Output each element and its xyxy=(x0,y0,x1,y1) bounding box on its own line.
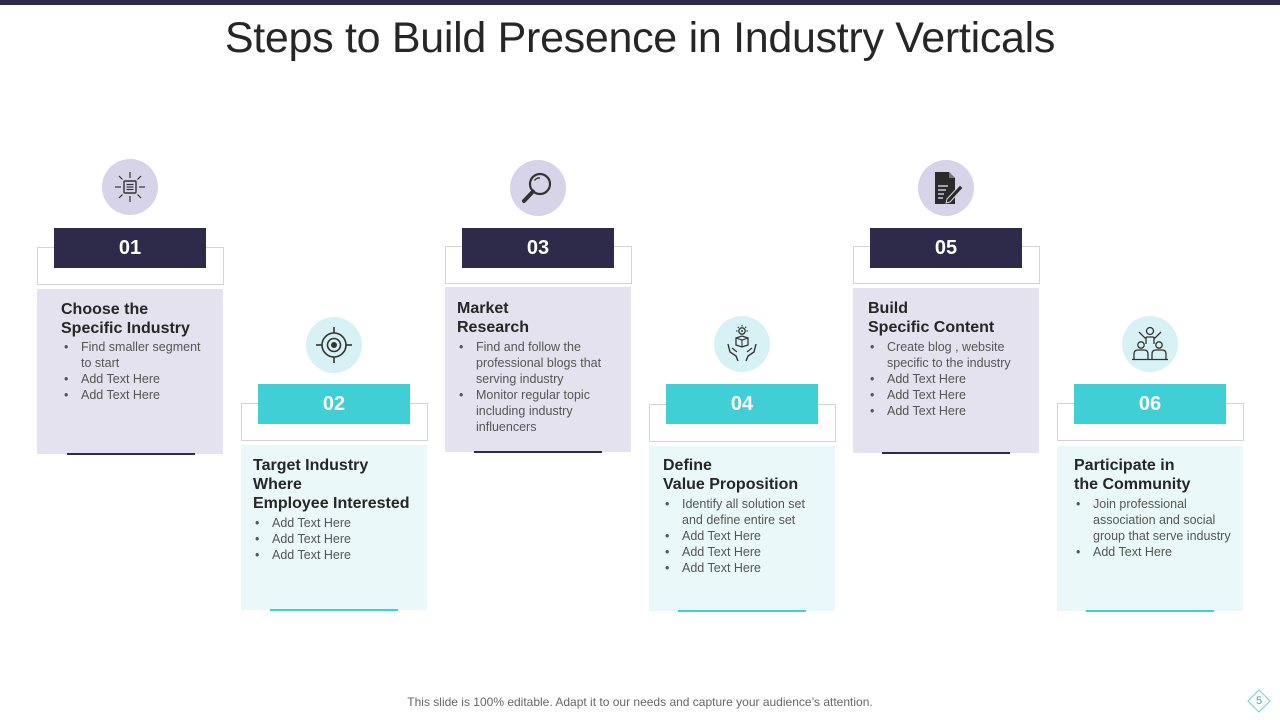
step-card: Participate in the Community Join profes… xyxy=(1057,446,1243,611)
step-card: Define Value Proposition Identify all so… xyxy=(649,446,835,611)
card-underline xyxy=(882,452,1010,454)
bullet-item: Add Text Here xyxy=(663,544,829,560)
step-bullets: Create blog , website specific to the in… xyxy=(868,339,1036,419)
step-bullets: Join professional association and social… xyxy=(1074,496,1240,560)
slide-title: Steps to Build Presence in Industry Vert… xyxy=(224,14,1056,62)
bullet-item: Add Text Here xyxy=(62,371,212,387)
target-icon xyxy=(306,317,362,373)
step-number: 02 xyxy=(258,384,410,424)
bullet-item: Add Text Here xyxy=(663,528,829,544)
step-card: Build Specific Content Create blog , web… xyxy=(853,288,1039,453)
bullet-item: Create blog , website specific to the in… xyxy=(868,339,1036,371)
step-bullets: Add Text Here Add Text Here Add Text Her… xyxy=(253,515,418,563)
slide-footer-note: This slide is 100% editable. Adapt it to… xyxy=(407,695,873,709)
step-title: Choose the Specific Industry xyxy=(61,301,190,337)
bullet-item: Find and follow the professional blogs t… xyxy=(457,339,625,387)
step-bullets: Identify all solution set and define ent… xyxy=(663,496,829,576)
bullet-item: Find smaller segment to start xyxy=(62,339,212,371)
step-bullets: Find and follow the professional blogs t… xyxy=(457,339,625,435)
value-hands-icon xyxy=(714,316,770,372)
bullet-item: Add Text Here xyxy=(1074,544,1240,560)
bullet-item: Monitor regular topic including industry… xyxy=(457,387,625,435)
card-underline xyxy=(270,609,398,611)
step-title: Market Research xyxy=(457,300,530,336)
bullet-item: Add Text Here xyxy=(663,560,829,576)
bullet-item: Identify all solution set and define ent… xyxy=(663,496,829,528)
bullet-item: Add Text Here xyxy=(253,547,418,563)
bullet-item: Add Text Here xyxy=(868,371,1036,387)
search-icon xyxy=(510,160,566,216)
step-number: 05 xyxy=(870,228,1022,268)
bullet-item: Add Text Here xyxy=(868,387,1036,403)
card-underline xyxy=(1086,610,1214,612)
top-accent-bar xyxy=(0,0,1280,5)
step-number: 06 xyxy=(1074,384,1226,424)
page-number: 5 xyxy=(1255,695,1263,707)
bullet-item: Add Text Here xyxy=(253,531,418,547)
bullet-item: Join professional association and social… xyxy=(1074,496,1240,544)
card-underline xyxy=(67,453,195,455)
diamond-badge-icon xyxy=(1247,689,1271,713)
step-title: Define Value Proposition xyxy=(663,457,799,493)
step-number: 01 xyxy=(54,228,206,268)
step-title: Participate in the Community xyxy=(1074,457,1191,493)
step-title: Target Industry Where Employee Intereste… xyxy=(253,457,410,512)
bullet-item: Add Text Here xyxy=(62,387,212,403)
industry-network-icon xyxy=(102,159,158,215)
page-number-badge: 5 xyxy=(1247,689,1271,713)
card-underline xyxy=(474,451,602,453)
step-bullets: Find smaller segment to start Add Text H… xyxy=(62,339,212,403)
step-card: Market Research Find and follow the prof… xyxy=(445,287,631,452)
card-underline xyxy=(678,610,806,612)
step-title: Build Specific Content xyxy=(868,300,995,336)
community-icon xyxy=(1122,316,1178,372)
step-card: Choose the Specific Industry Find smalle… xyxy=(37,289,223,454)
step-number: 04 xyxy=(666,384,818,424)
step-card: Target Industry Where Employee Intereste… xyxy=(241,445,427,610)
bullet-item: Add Text Here xyxy=(253,515,418,531)
bullet-item: Add Text Here xyxy=(868,403,1036,419)
step-number: 03 xyxy=(462,228,614,268)
document-edit-icon xyxy=(918,160,974,216)
